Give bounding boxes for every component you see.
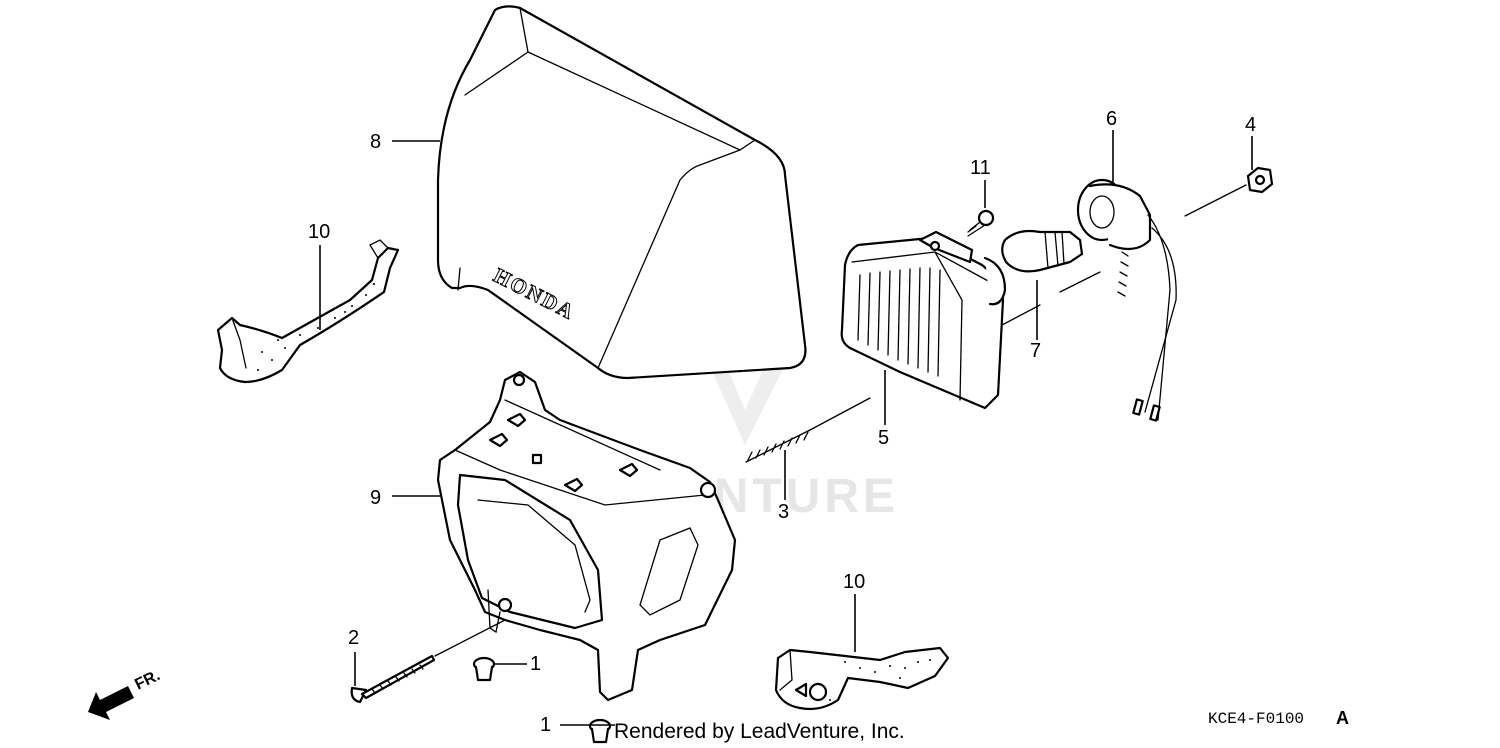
callout-7: 7 xyxy=(1030,340,1041,362)
part-spring xyxy=(745,429,811,463)
part-headlight-cowl: HONDA xyxy=(436,5,807,380)
diagram-code: KCE4-F0100 xyxy=(1208,710,1304,728)
callout-4: 4 xyxy=(1245,114,1256,136)
render-credit: Rendered by LeadVenture, Inc. xyxy=(614,720,905,743)
part-nut xyxy=(1246,166,1274,194)
part-bulb xyxy=(1001,229,1084,273)
part-headlight-case xyxy=(436,370,737,702)
diagram-code-suffix: A xyxy=(1336,708,1349,728)
callout-3: 3 xyxy=(778,501,789,523)
callout-8: 8 xyxy=(370,131,381,153)
callout-10-upper: 10 xyxy=(308,221,330,243)
part-long-screw xyxy=(350,654,436,704)
front-arrow-icon xyxy=(88,686,134,720)
front-label: FR. xyxy=(132,667,163,694)
part-headlight-stay-upper xyxy=(216,239,400,384)
leader-lines xyxy=(319,130,1253,726)
callout-1-lower: 1 xyxy=(540,714,551,736)
callout-10-lower: 10 xyxy=(843,571,865,593)
callout-1-upper: 1 xyxy=(530,653,541,675)
callout-6: 6 xyxy=(1106,108,1117,130)
part-bolt-1b xyxy=(588,718,612,744)
callout-9: 9 xyxy=(370,487,381,509)
callout-5: 5 xyxy=(878,427,889,449)
callout-2: 2 xyxy=(348,627,359,649)
part-headlight-stay-lower xyxy=(774,646,950,711)
part-headlight-unit xyxy=(840,230,1007,410)
callout-11: 11 xyxy=(970,157,991,179)
assembly-lines xyxy=(434,184,1247,657)
front-direction-indicator: FR. xyxy=(88,667,163,720)
part-bolt-1a xyxy=(472,656,496,682)
part-bulb-socket xyxy=(1076,178,1177,422)
part-screw-11 xyxy=(967,209,995,233)
